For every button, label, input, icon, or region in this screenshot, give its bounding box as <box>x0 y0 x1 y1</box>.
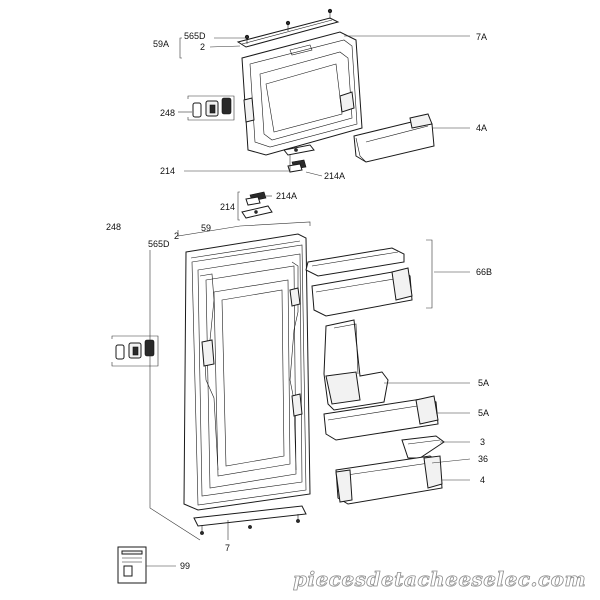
label-565D: 565D <box>148 239 170 249</box>
label-7: 7 <box>225 543 230 553</box>
label-99: 99 <box>180 561 190 571</box>
hinge-plate <box>283 144 315 156</box>
label-2-top: 2 <box>200 42 205 52</box>
door-shelves <box>305 239 445 505</box>
label-214A-mid: 214A <box>276 191 297 201</box>
label-248-left: 248 <box>106 222 121 232</box>
clip-group-left <box>111 335 159 367</box>
label-36: 36 <box>478 454 488 464</box>
label-214-top: 214 <box>160 166 175 176</box>
label-565D-top: 565D <box>184 31 206 41</box>
label-248-top: 248 <box>160 108 175 118</box>
watermark: piecesdetacheeselec.com <box>293 567 586 591</box>
freezer-door-frame <box>241 31 363 156</box>
manual-booklet <box>117 546 147 584</box>
clip-part <box>221 97 232 115</box>
freezer-door-assembly <box>187 8 435 173</box>
label-214-mid: 214 <box>220 202 235 212</box>
fridge-door-frame <box>183 233 311 511</box>
leader-lines <box>146 35 471 567</box>
label-214A-top: 214A <box>324 171 345 181</box>
fridge-door-assembly <box>149 221 311 541</box>
part-3 <box>401 435 445 459</box>
middle-hinge-assembly <box>237 191 273 221</box>
clip-part <box>192 102 202 118</box>
label-2: 2 <box>174 231 179 241</box>
label-4A: 4A <box>476 123 487 133</box>
label-59A: 59A <box>153 39 169 49</box>
shelf-4 <box>335 455 443 505</box>
label-3: 3 <box>480 437 485 447</box>
clip-part <box>115 344 125 360</box>
part-labels: 59A 565D 2 7A 248 4A 214 214A 214 214A 2… <box>106 31 492 571</box>
label-4: 4 <box>480 475 485 485</box>
label-7A: 7A <box>476 32 487 42</box>
bottom-strip <box>193 505 307 527</box>
shelf-lid <box>305 247 405 277</box>
label-59: 59 <box>201 223 211 233</box>
label-66B: 66B <box>476 267 492 277</box>
label-5A-2: 5A <box>478 408 489 418</box>
clip-part <box>144 339 155 357</box>
label-5A-1: 5A <box>478 378 489 388</box>
